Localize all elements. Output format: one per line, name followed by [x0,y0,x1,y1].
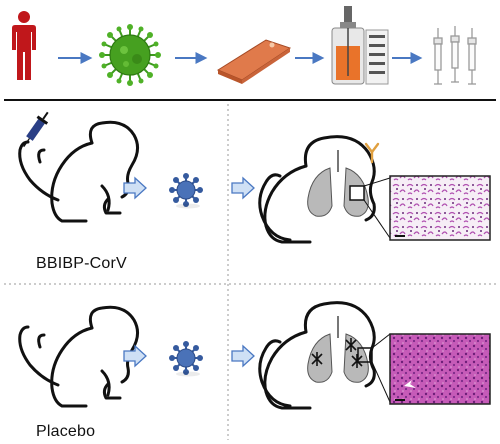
antibody-icon [364,142,380,164]
bioreactor-icon [331,6,389,85]
sample-region-marker [357,347,373,363]
sars-cov-2-challenge-icon [168,172,204,210]
lesion-arrow [404,380,416,388]
process-arrow-2 [231,177,255,199]
zoom-line-bottom [371,361,391,403]
process-arrow-4 [231,345,255,367]
vaccine-group-label: BBIBP-CorV [36,255,127,272]
zoom-line-top [363,177,391,187]
placebo-group-row [18,301,491,410]
zoom-line-top [371,333,391,349]
cell-culture-plate-icon [216,39,292,84]
pipeline-row [12,6,477,86]
zoom-line-bottom [363,199,391,239]
sample-region-marker [349,185,365,201]
monkey-lungs-outline-icon [258,135,376,244]
infected-lungs-icon [307,316,369,383]
monkey-lungs-outline-icon [258,301,376,410]
sars-cov-2-challenge-icon [168,340,204,378]
monkey-outline-icon [18,305,139,408]
placebo-group-label: Placebo [36,423,95,440]
healthy-lungs-icon [307,150,369,217]
infected-lung-histology-image [389,333,491,405]
virus-particle-icon [99,24,161,86]
vaccine-group-row [18,111,491,244]
human-donor-icon [12,11,36,80]
healthy-lung-histology-image [389,175,491,241]
vaccine-syringes-icon [433,26,477,85]
monkey-outline-icon [18,120,139,223]
